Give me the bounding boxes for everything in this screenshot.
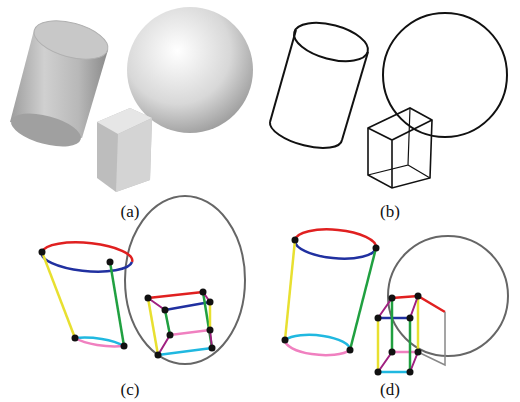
- panel-label: (d): [380, 381, 400, 398]
- edge-graph-d: [282, 229, 509, 375]
- shaded-scene: [8, 7, 253, 192]
- panel-label: (b): [380, 203, 400, 220]
- line-drawing: [270, 13, 507, 188]
- edge-graph-c: [39, 196, 246, 364]
- panel-label: (c): [121, 381, 140, 398]
- panel-label: (a): [121, 203, 140, 220]
